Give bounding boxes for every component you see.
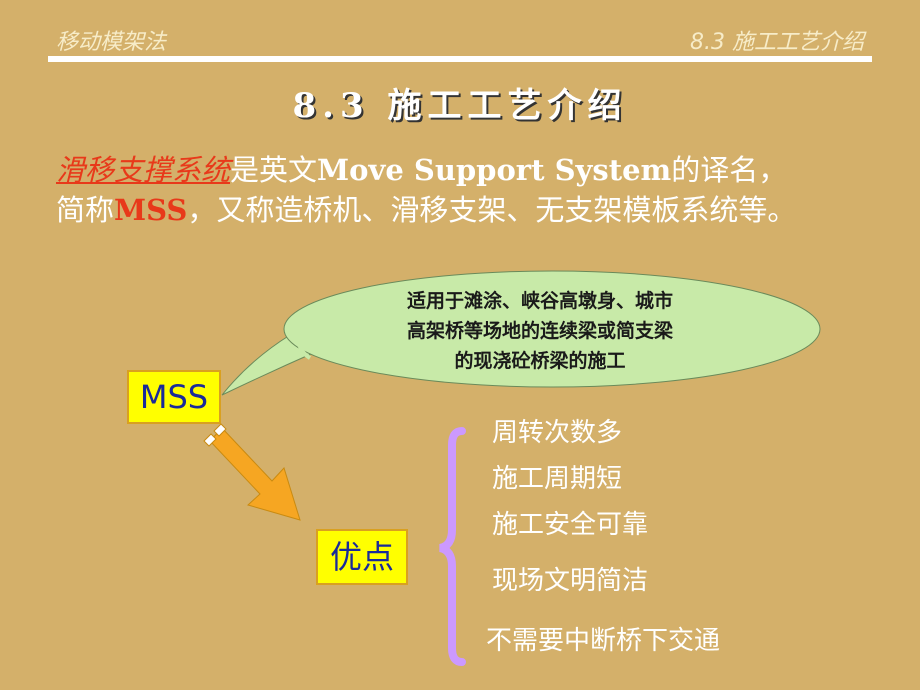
intro-paragraph: 滑移支撑系统是英文Move Support System的译名， 简称MSS，又…	[56, 150, 886, 230]
advantage-item: 不需要中断桥下交通	[486, 626, 721, 656]
callout-line-3: 的现浇砼桥梁的施工	[454, 350, 626, 372]
callout-text: 适用于滩涂、峡谷高墩身、城市 高架桥等场地的连续梁或简支梁 的现浇砼桥梁的施工	[330, 286, 750, 376]
callout-line-1: 适用于滩涂、峡谷高墩身、城市	[406, 290, 673, 312]
header-right-text: 8.3 施工工艺介绍	[690, 30, 864, 55]
callout-line-2: 高架桥等场地的连续梁或简支梁	[406, 320, 673, 342]
intro-text-2: 的译名，	[671, 153, 788, 187]
intro-text-4: ，又称造桥机、滑移支架、无支架模板系统等。	[187, 193, 797, 227]
advantage-item: 现场文明简洁	[492, 566, 649, 596]
advantages-box: 优点	[316, 529, 408, 585]
intro-text-1: 是英文	[230, 153, 318, 187]
intro-term: 滑移支撑系统	[56, 153, 231, 187]
mss-box: MSS	[127, 370, 221, 424]
header-divider	[48, 56, 872, 62]
intro-abbr: MSS	[114, 193, 188, 227]
header-left-text: 移动模架法	[56, 30, 167, 55]
advantage-item: 施工周期短	[492, 464, 623, 494]
intro-text-3: 简称	[56, 193, 115, 227]
advantage-item: 周转次数多	[492, 418, 623, 448]
slide-title: 8.3 施工工艺介绍	[292, 86, 628, 126]
intro-english: Move Support System	[317, 153, 672, 187]
advantage-item: 施工安全可靠	[492, 510, 649, 540]
